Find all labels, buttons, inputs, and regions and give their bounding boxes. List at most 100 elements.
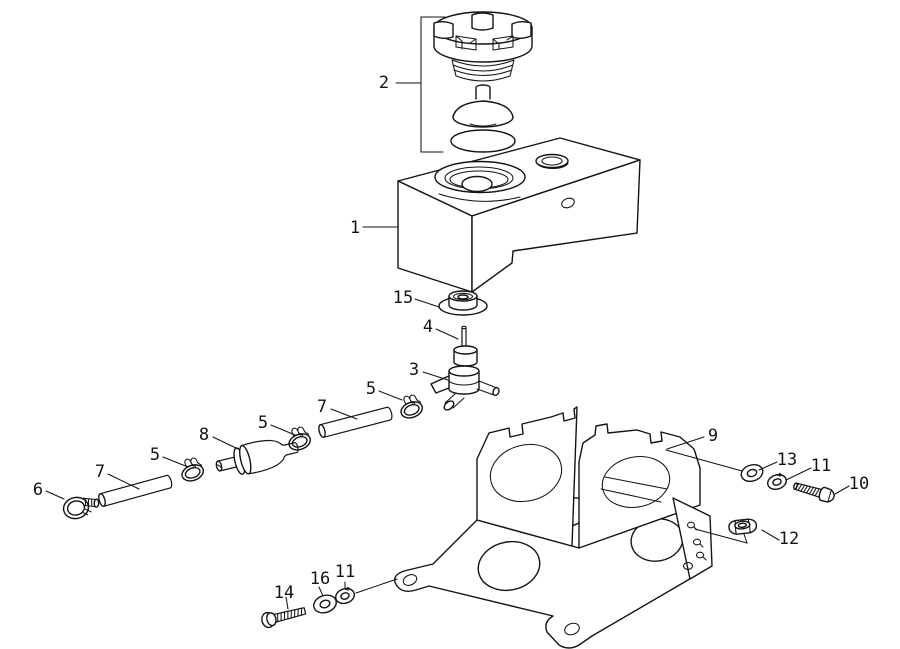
callout-16: 16 [310,569,330,589]
tank-neck-boss-arc [439,194,520,201]
screw-14 [260,604,306,629]
leader-15 [415,299,439,307]
bracket-foot-hole-left [402,573,419,588]
bracket-flange-hole-large [684,563,693,570]
tank-port-hole [542,157,562,165]
spring-clamp-a [396,392,424,421]
valve-nipple-end [443,399,456,411]
callout-3: 3 [409,360,419,380]
bolt-axis-line [666,450,742,471]
callout-5c: 5 [150,445,160,465]
cap-notch-right [493,36,513,50]
callout-6: 6 [33,480,43,500]
lock-washer-11-left [334,586,357,606]
flat-washer-16 [311,592,338,615]
bracket-plate-joint [572,546,579,548]
lock-washer-11-right [766,472,789,492]
tank-side-hole [560,197,575,210]
cap-threads [452,60,514,81]
bracket-base-hole-left [474,536,545,596]
grommet-hole [458,295,468,299]
callout-15: 15 [393,288,413,308]
pickup-tube [454,326,477,366]
valve-outlet-end [492,387,500,396]
callout-11-left: 11 [335,562,355,582]
cap-valve-dome [453,101,513,117]
fuel-line-end [318,424,327,438]
fuel-filter [213,433,301,482]
leader-12 [762,530,779,540]
callout-1: 1 [350,218,360,238]
leader-3 [423,372,448,380]
cap-lug-left [434,22,453,39]
mounting-bracket [395,407,712,648]
callout-2: 2 [379,73,389,93]
bracket-hole-chords [601,477,667,502]
valve-nipple [445,394,464,408]
leader-9 [667,437,704,449]
flat-washer-13 [739,462,765,484]
bracket-flange [673,498,712,579]
callout-8: 8 [199,425,209,445]
worm-hose-clamp [62,493,102,521]
callout-12: 12 [779,529,799,549]
callout-14: 14 [274,583,294,603]
leader-4 [436,329,458,339]
leader-lines [46,17,849,609]
callout-10: 10 [849,474,869,494]
bolt-head [818,487,836,504]
leader-16 [319,587,323,596]
cap-gasket [451,130,515,152]
cap-notch-left [456,36,476,50]
leader-5c [163,457,188,467]
fuel-line-end [98,493,107,507]
cap-lug-right [512,22,531,39]
fuel-line-upper [318,407,393,438]
leader-5a [379,391,402,400]
bracket-flange-hole [694,539,701,545]
hex-nut-12 [728,518,757,534]
tank-filler-hole [462,177,492,192]
callout-labels: 2 1 15 4 3 5 7 5 8 5 7 6 9 13 11 10 12 1… [33,73,869,603]
leader-7a [331,409,357,419]
pickup-bushing-top [454,346,477,354]
pickup-rod-tip [462,326,466,328]
bracket-base [395,497,700,648]
bracket-plate-left-hole [484,437,567,509]
fuel-valve [431,366,500,412]
callout-9: 9 [708,426,718,446]
leader-11-right [786,468,811,480]
cap-valve-underline [470,124,496,126]
fuel-tank [398,138,640,292]
bolt-10 [792,479,836,504]
leader-13 [759,462,777,470]
spring-clamp-c [177,455,205,484]
leader-7b [108,474,139,489]
tank-port-collar [536,162,568,169]
screw-axis-line [356,579,397,593]
bracket-plate-left [477,407,577,546]
leader-10 [835,486,849,494]
callout-13: 13 [777,450,797,470]
bracket-foot-hole-front [563,621,581,636]
fuel-line-lower [98,475,173,507]
valve-body [449,371,479,394]
callout-7b: 7 [95,462,105,482]
callout-4: 4 [423,317,433,337]
leader-6 [46,491,64,499]
leader-bracket-2 [421,17,445,152]
nut-axis-line [695,529,747,543]
callout-7a: 7 [317,397,327,417]
valve-outlet [477,381,497,395]
grommet [439,291,487,315]
leader-14 [286,597,288,609]
callout-5a: 5 [366,379,376,399]
tank-port [536,155,568,168]
leader-5b [271,425,295,435]
leader-8 [213,437,238,449]
spring-clamp-b [284,424,312,453]
cap-valve-stem [476,85,490,99]
valve-mid-ring [449,380,479,385]
